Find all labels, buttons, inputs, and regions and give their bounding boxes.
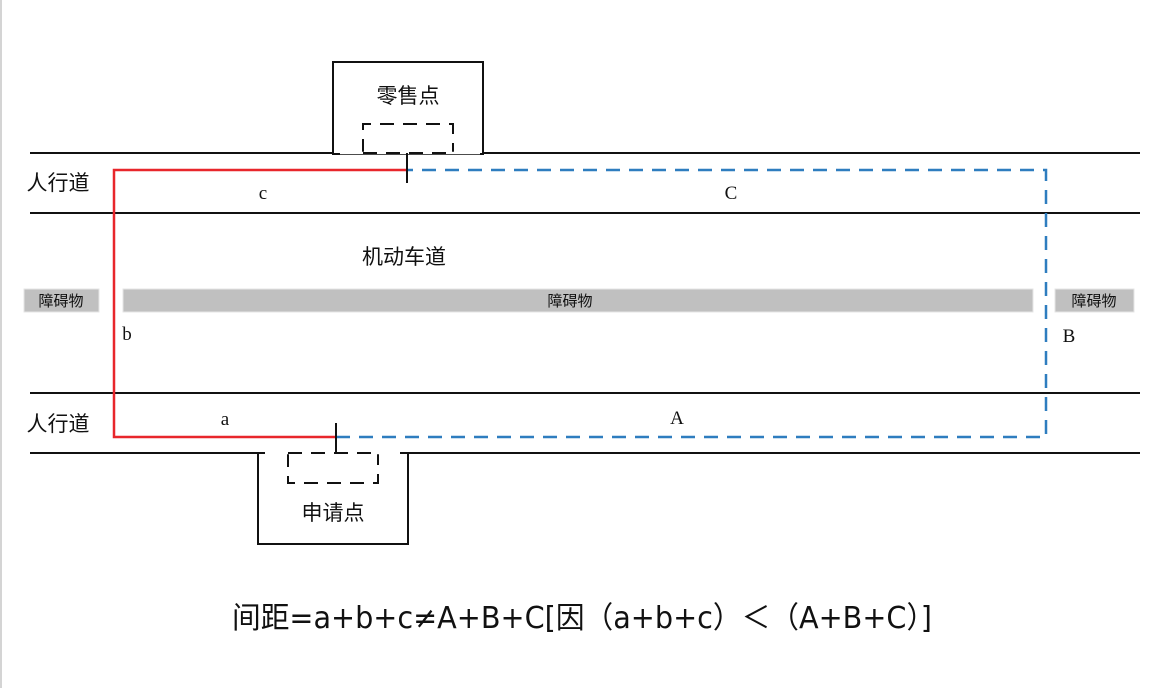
obstacle-right-label: 障碍物 bbox=[1071, 292, 1116, 310]
segment-label-c: c bbox=[259, 183, 267, 204]
application-point-building: 申请点 bbox=[257, 451, 409, 545]
obstacle-center-bar bbox=[122, 288, 1034, 313]
sidewalk-bottom-label: 人行道 bbox=[27, 412, 90, 436]
short-path-abc bbox=[112, 168, 407, 439]
sidewalk-top-label: 人行道 bbox=[27, 171, 90, 195]
obstacle-left: 障碍物 bbox=[23, 288, 100, 313]
obstacle-center: 障碍物 bbox=[122, 288, 1034, 313]
long-path-ABC bbox=[336, 168, 1048, 439]
application-point-label: 申请点 bbox=[302, 501, 365, 525]
spacing-formula: 间距=a+b+c≠A+B+C[因（a+b+c）＜（A+B+C）] bbox=[232, 601, 932, 636]
segment-label-C: C bbox=[725, 183, 738, 204]
obstacle-right-bar bbox=[1054, 288, 1135, 313]
segment-label-b: b bbox=[122, 324, 132, 345]
obstacle-left-bar bbox=[23, 288, 100, 313]
obstacle-left-label: 障碍物 bbox=[38, 292, 83, 310]
application-point-door-outline bbox=[287, 453, 379, 484]
segment-label-B: B bbox=[1063, 326, 1076, 347]
motor-lane-label: 机动车道 bbox=[362, 245, 446, 269]
application-point-box bbox=[257, 452, 409, 545]
segment-label-A: A bbox=[670, 408, 684, 429]
obstacle-right: 障碍物 bbox=[1054, 288, 1135, 313]
retail-point-label: 零售点 bbox=[377, 84, 440, 108]
retail-point-building: 零售点 bbox=[332, 61, 484, 155]
retail-point-door-outline bbox=[362, 123, 454, 153]
obstacle-center-label: 障碍物 bbox=[547, 292, 592, 310]
retail-point-box bbox=[332, 61, 484, 155]
segment-label-a: a bbox=[221, 409, 230, 430]
